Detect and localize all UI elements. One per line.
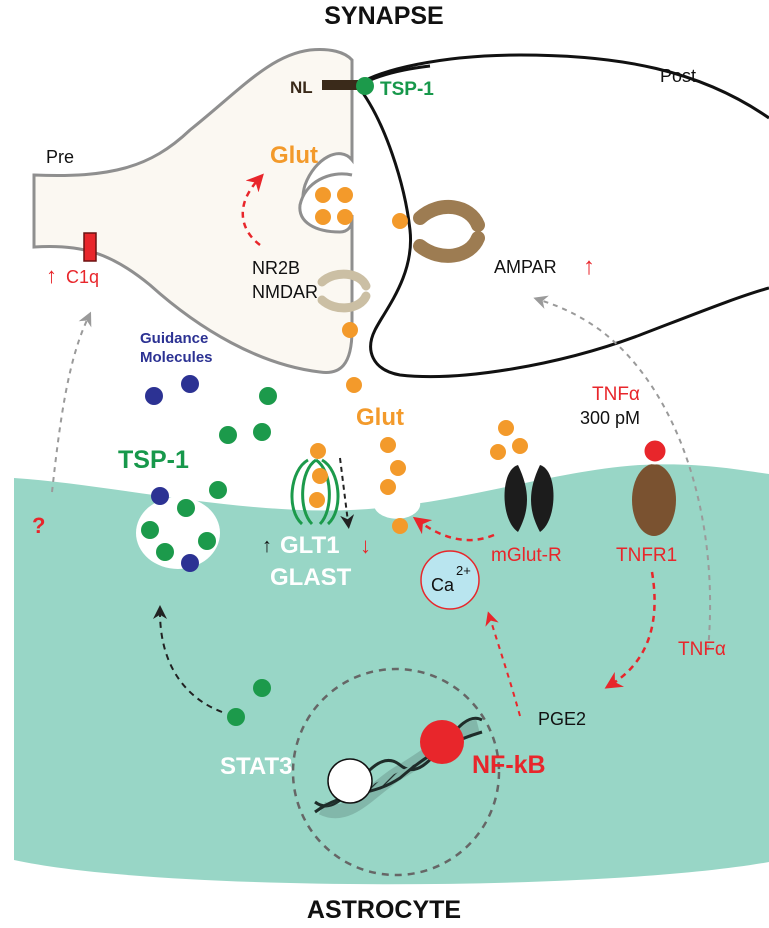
glt1-up-arrow: ↑ bbox=[262, 535, 272, 557]
tnfr1-pge2-arrow bbox=[604, 571, 656, 689]
tsp1-top-label: TSP-1 bbox=[380, 79, 434, 100]
glutamate-dot bbox=[346, 377, 362, 393]
glutamate-dot bbox=[337, 187, 353, 203]
glutamate-dot bbox=[342, 322, 358, 338]
tnfa-bound-dot bbox=[641, 437, 669, 465]
neuroligin-bar bbox=[322, 80, 358, 90]
calcium-label: Ca bbox=[431, 575, 455, 595]
glutamate-dot bbox=[315, 209, 331, 225]
question-mark: ? bbox=[32, 513, 45, 538]
pge2-label: PGE2 bbox=[538, 709, 586, 729]
glutamate-dot bbox=[392, 213, 408, 229]
ampar-up-arrow: ↑ bbox=[583, 253, 595, 280]
calcium-store bbox=[420, 550, 480, 610]
astrocyte-title: ASTROCYTE bbox=[307, 896, 461, 924]
mglur-calcium-arrow bbox=[412, 516, 495, 542]
guidance-dot bbox=[181, 375, 199, 393]
c1q-signal-arrow bbox=[51, 311, 92, 493]
glutamate-dot bbox=[310, 443, 326, 459]
ampar-label: AMPAR bbox=[494, 257, 557, 277]
glutamate-dot bbox=[390, 460, 406, 476]
tsp1-dot bbox=[253, 423, 271, 441]
tnfa-concentration: 300 pM bbox=[580, 408, 640, 428]
tsp1-dot bbox=[198, 532, 216, 550]
tsp1-dot bbox=[177, 499, 195, 517]
c1q-label: C1q bbox=[66, 267, 99, 287]
tsp1-junction-dot bbox=[356, 77, 374, 95]
glut-mid-label: Glut bbox=[356, 404, 404, 431]
calcium-superscript: 2+ bbox=[456, 563, 471, 578]
glt1-label: GLT1 bbox=[280, 532, 340, 559]
glutamate-dot bbox=[512, 438, 528, 454]
ampar-receptor bbox=[413, 199, 485, 263]
tnfa-top-label: TNFα bbox=[592, 384, 640, 405]
stat3-dna-site bbox=[327, 758, 373, 804]
glutamate-dot bbox=[392, 518, 408, 534]
glutamate-dot bbox=[498, 420, 514, 436]
tnfa-side-label: TNFα bbox=[678, 639, 726, 660]
guidance-label-2: Molecules bbox=[140, 349, 213, 366]
astrocyte-release-site bbox=[374, 487, 421, 519]
guidance-dot bbox=[181, 554, 199, 572]
nfkb-label: NF-kB bbox=[472, 751, 546, 779]
guidance-molecules bbox=[145, 375, 199, 572]
nmdar-label: NMDAR bbox=[252, 282, 318, 302]
glt1-down-arrow: ↓ bbox=[360, 533, 371, 558]
tsp1-dot bbox=[156, 543, 174, 561]
glutamate-dot bbox=[315, 187, 331, 203]
tsp1-dot bbox=[209, 481, 227, 499]
glut-top-label: Glut bbox=[270, 142, 318, 169]
guidance-dot bbox=[151, 487, 169, 505]
post-label: Post bbox=[660, 66, 696, 86]
nmdar-receptor bbox=[317, 269, 371, 313]
nfkb-calcium-arrow bbox=[485, 611, 521, 717]
guidance-label-1: Guidance bbox=[140, 330, 208, 347]
c1q-up-arrow: ↑ bbox=[46, 263, 57, 288]
glt1-glast-transporter bbox=[290, 458, 340, 526]
glutamate-dot bbox=[312, 468, 328, 484]
tsp1-molecules bbox=[141, 387, 277, 726]
mglutr-label: mGlut-R bbox=[491, 545, 562, 566]
nr2b-label: NR2B bbox=[252, 258, 300, 278]
nfkb-dna-site bbox=[420, 720, 464, 764]
c1q-marker bbox=[83, 232, 97, 262]
tnfa-to-ampar-arrow bbox=[533, 295, 712, 651]
mglut-receptor bbox=[504, 465, 554, 532]
glutamate-dot bbox=[337, 209, 353, 225]
nucleus bbox=[291, 667, 501, 877]
glutamate-dot bbox=[380, 479, 396, 495]
glutamate-dot bbox=[309, 492, 325, 508]
synapse-title: SYNAPSE bbox=[324, 2, 443, 30]
tsp1-astro-label: TSP-1 bbox=[118, 446, 189, 474]
glutamate-uptake-arrow bbox=[339, 457, 355, 529]
postsynaptic-membrane bbox=[355, 53, 769, 379]
pre-label: Pre bbox=[46, 147, 74, 167]
stat3-tsp1-arrow bbox=[153, 605, 223, 713]
tnfr1-label: TNFR1 bbox=[616, 545, 677, 566]
guidance-dot bbox=[145, 387, 163, 405]
nl-label: NL bbox=[290, 78, 313, 97]
glutamate-molecules bbox=[309, 187, 528, 534]
stat3-label: STAT3 bbox=[220, 753, 292, 780]
astrocyte-body bbox=[14, 464, 769, 885]
nmdar-signal-arrow bbox=[241, 173, 264, 246]
glutamate-dot bbox=[380, 437, 396, 453]
tsp1-dot bbox=[227, 708, 245, 726]
glast-label: GLAST bbox=[270, 564, 352, 591]
glutamate-dot bbox=[490, 444, 506, 460]
tsp1-dot bbox=[259, 387, 277, 405]
tsp1-dot bbox=[141, 521, 159, 539]
tsp1-dot bbox=[253, 679, 271, 697]
tnfr1-receptor bbox=[632, 464, 676, 536]
tsp1-dot bbox=[219, 426, 237, 444]
